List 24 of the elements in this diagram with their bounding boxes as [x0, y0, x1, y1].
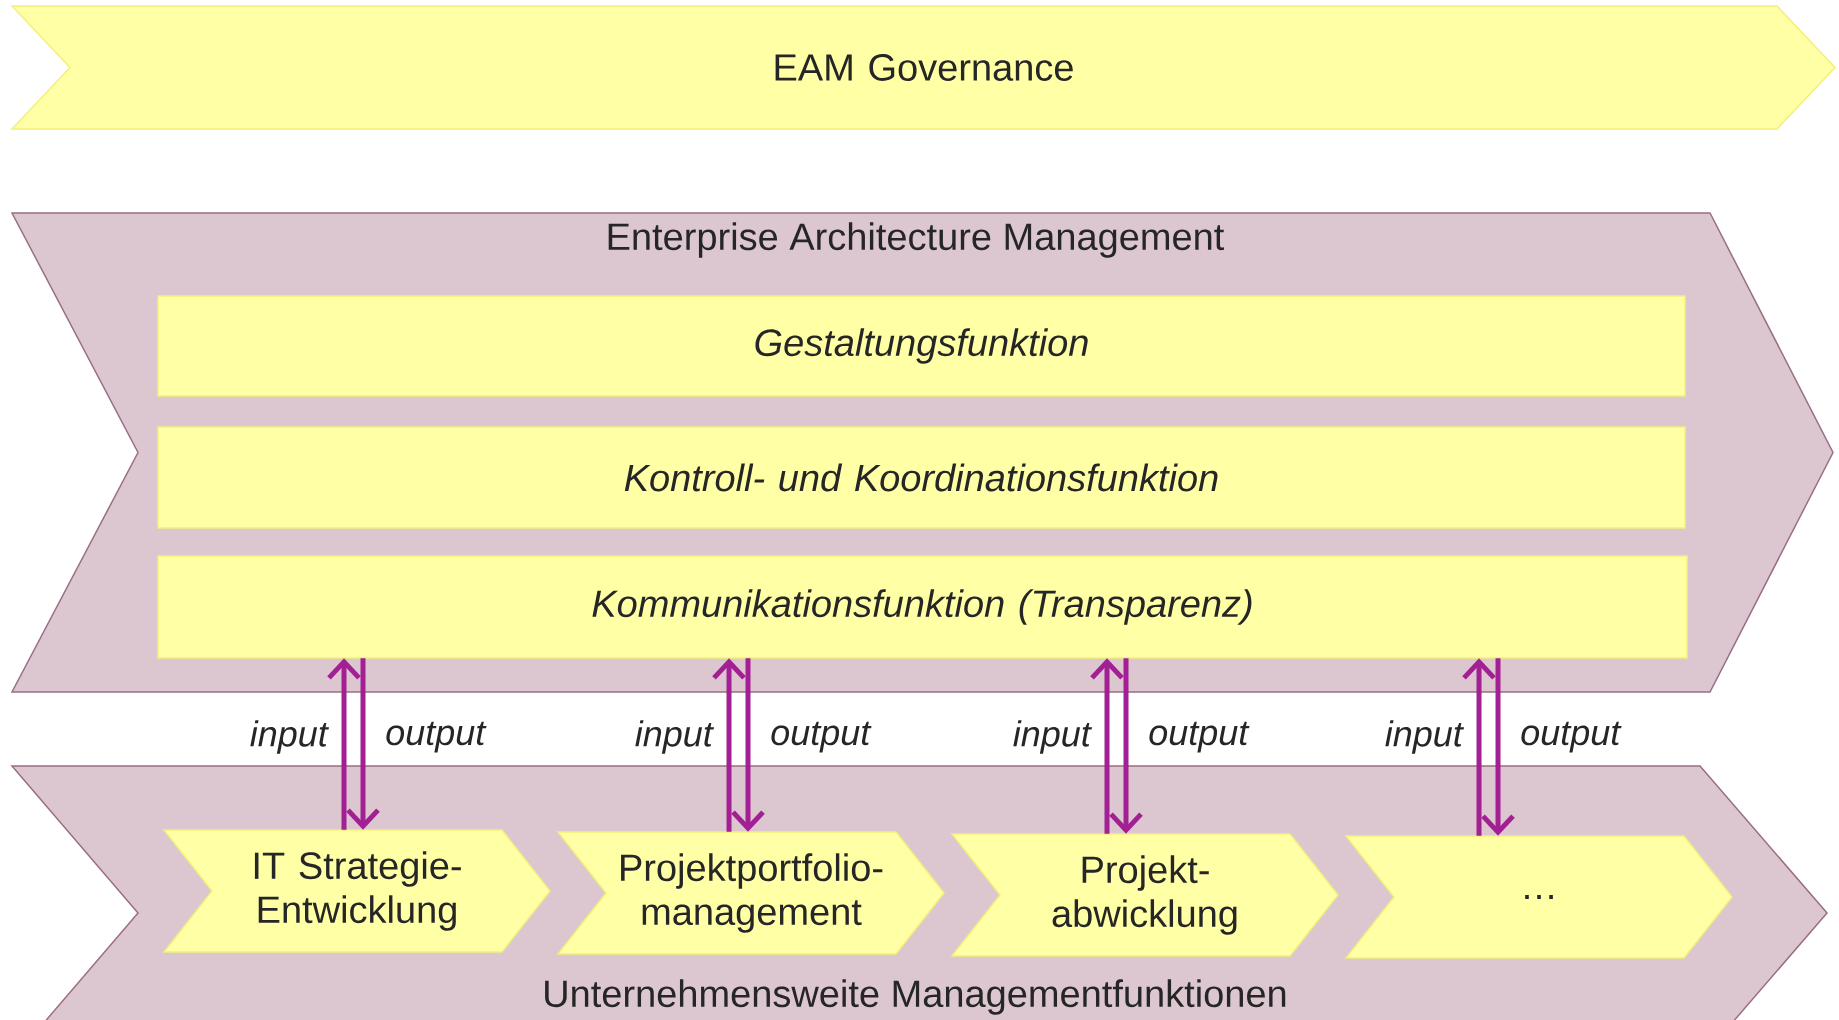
arrow [731, 658, 765, 832]
process-step: Projekt- abwicklung [950, 833, 1339, 957]
edge-label: output [1521, 721, 1622, 753]
arrow [327, 658, 361, 830]
chevron-band: EAM Governance [10, 5, 1837, 130]
edge-label: input [635, 720, 715, 754]
edge-label: output [386, 721, 487, 753]
function-box: Kommunikationsfunktion (Transparenz) [157, 555, 1688, 659]
process-step: Projektportfolio- management [556, 831, 945, 955]
function-box: Kontroll- und Koordinationsfunktion [157, 426, 1686, 529]
arrow [712, 658, 746, 832]
process-step: … [1344, 835, 1733, 959]
arrow [1109, 658, 1143, 834]
edge-label: output [1149, 721, 1250, 753]
function-box: Gestaltungsfunktion [157, 295, 1686, 397]
arrow [1090, 658, 1124, 834]
process-step: IT Strategie- Entwicklung [162, 829, 551, 953]
arrow [1462, 658, 1496, 836]
arrow [1481, 658, 1515, 836]
arrow [346, 658, 380, 830]
edge-label: input [1013, 720, 1093, 754]
edge-label: input [250, 720, 329, 754]
edge-label: input [1385, 720, 1465, 754]
edge-label: output [771, 721, 872, 753]
